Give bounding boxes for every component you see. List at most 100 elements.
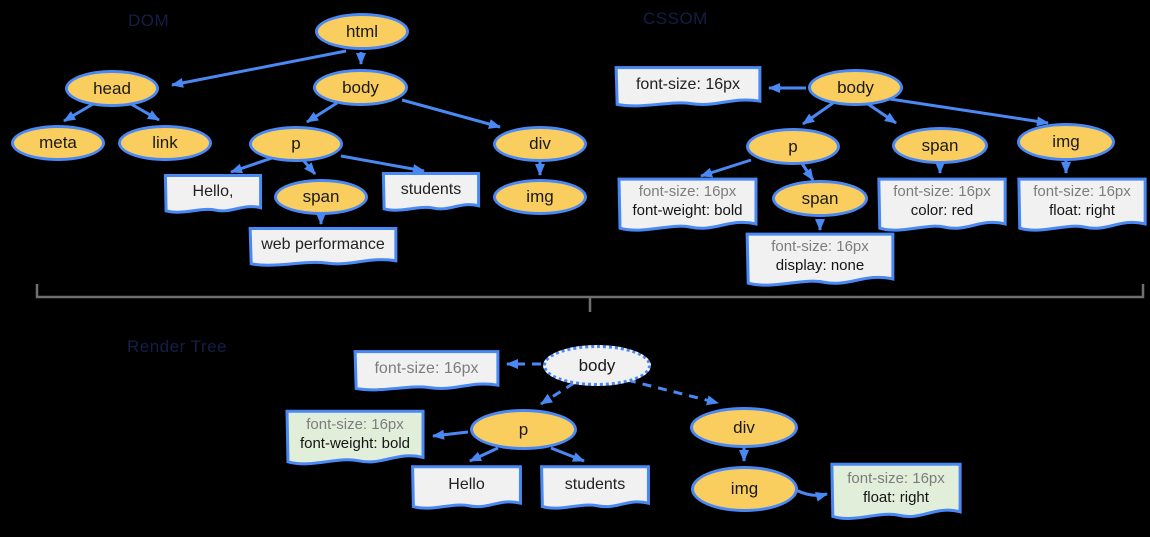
render-node-p: p: [470, 409, 577, 450]
render-style-p: font-size: 16px font-weight: bold: [285, 409, 425, 475]
render-node-div: div: [690, 407, 798, 448]
arrow-dom-head-meta: [63, 102, 94, 123]
dom-node-head-label: head: [93, 78, 131, 98]
document-shape: [353, 350, 500, 398]
dom-textnode-hello-label: Hello,: [192, 182, 234, 200]
dom-node-p-label: p: [291, 134, 301, 153]
cssom-rule-body-label: font-size: 16px: [635, 75, 741, 93]
render-style-img-text: font-size: 16px float: right: [830, 462, 962, 514]
inherited-style-line: font-size: 16px: [638, 183, 737, 201]
dom-node-meta: meta: [11, 125, 105, 161]
cssom-node-span-nested-label: span: [801, 188, 839, 208]
cssom-node-p: p: [746, 128, 840, 165]
cssom-rule-img: font-size: 16px float: right: [1017, 177, 1147, 241]
dom-node-link-label: link: [152, 133, 178, 152]
dom-textnode-webperf: web performance: [248, 227, 398, 273]
cssom-node-span: span: [892, 127, 988, 164]
arrow-dom-p-span: [301, 159, 317, 175]
cssom-node-p-label: p: [788, 136, 798, 156]
arrow-dom-body-p: [306, 101, 338, 124]
dom-node-body: body: [313, 69, 408, 106]
inherited-style-line: font-size: 16px: [893, 183, 991, 201]
cssom-node-span-nested: span: [772, 180, 868, 217]
cssom-title: CSSOM: [643, 9, 708, 28]
inherited-style-line: font-size: 16px: [1033, 183, 1131, 201]
render-node-div-label: div: [733, 417, 755, 437]
arrow-dom-head-link: [130, 102, 160, 122]
dom-node-html: html: [315, 13, 409, 50]
arrow-cssom-p-span: [799, 161, 815, 181]
arrow-cssom-p-box: [700, 158, 752, 178]
dom-title: DOM: [128, 11, 170, 30]
cssom-rule-span: font-size: 16px color: red: [877, 177, 1007, 241]
arrow-cssom-body-span: [867, 102, 897, 125]
cssom-rule-span-nested-text: font-size: 16px display: none: [745, 232, 895, 281]
document-shape: [830, 462, 962, 530]
render-style-body: font-size: 16px: [353, 350, 500, 398]
cssom-rule-img-text: font-size: 16px float: right: [1017, 177, 1147, 226]
render-style-p-text: font-size: 16px font-weight: bold: [285, 409, 425, 459]
dom-node-img-label: img: [526, 187, 554, 206]
document-shape: [614, 66, 762, 114]
arrow-dom-p-hello: [230, 156, 273, 174]
arrow-render-p-hello: [469, 446, 499, 463]
render-textnode-hello: Hello: [411, 465, 522, 517]
inherited-style-line: font-size: 16px: [771, 238, 869, 256]
own-style-line: font-weight: bold: [299, 435, 411, 453]
document-shape: [382, 172, 480, 218]
dom-textnode-webperf-label: web performance: [261, 235, 385, 253]
cssom-node-body: body: [808, 69, 903, 106]
arrow-render-body-div: [626, 378, 719, 406]
render-title: Render Tree: [127, 337, 227, 356]
cssom-node-body-label: body: [837, 77, 874, 97]
arrow-cssom-body-p: [802, 101, 834, 126]
dom-textnode-hello: Hello,: [164, 174, 262, 220]
dom-node-head: head: [65, 70, 159, 107]
dom-node-div: div: [493, 126, 587, 162]
inherited-style-line: font-size: 16px: [306, 416, 404, 434]
render-style-img: font-size: 16px float: right: [830, 462, 962, 530]
dom-node-span-label: span: [302, 187, 340, 206]
cssom-node-img-label: img: [1052, 132, 1080, 151]
dom-node-div-label: div: [529, 134, 551, 153]
dom-node-body-label: body: [342, 77, 379, 97]
dom-node-img: img: [493, 179, 587, 215]
render-node-img: img: [691, 466, 798, 512]
document-shape: [877, 177, 1007, 241]
document-shape: [617, 177, 758, 241]
render-textnode-students-label: students: [564, 476, 626, 494]
render-node-body-label: body: [578, 355, 616, 375]
render-node-p-label: p: [518, 419, 529, 439]
document-shape: [745, 232, 895, 296]
cssom-node-img: img: [1017, 123, 1115, 161]
cssom-rule-span-text: font-size: 16px color: red: [877, 177, 1007, 226]
document-shape: [164, 174, 262, 220]
document-shape: [540, 465, 650, 517]
document-shape: [411, 465, 522, 517]
arrow-dom-body-div: [401, 98, 501, 129]
arrow-render-p-students: [550, 446, 585, 463]
arrow-cssom-body-img: [889, 97, 1049, 127]
own-style-line: float: right: [863, 488, 929, 506]
dom-node-html-label: html: [345, 21, 379, 41]
cssom-node-span-label: span: [921, 135, 959, 155]
inherited-style-line: font-size: 16px: [847, 469, 945, 487]
arrow-render-img-box: [795, 488, 828, 502]
arrow-dom-p-students: [340, 154, 425, 174]
own-style-line: float: right: [1049, 202, 1115, 220]
own-style-line: display: none: [775, 257, 865, 275]
arrow-dom-html-head: [171, 49, 347, 88]
dom-node-p: p: [249, 126, 343, 162]
document-shape: [248, 227, 398, 273]
cssom-rule-p: font-size: 16px font-weight: bold: [617, 177, 758, 241]
render-textnode-students: students: [540, 465, 650, 517]
arrow-render-body-p: [540, 381, 575, 406]
dom-node-meta-label: meta: [39, 133, 77, 152]
dom-node-link: link: [118, 125, 212, 161]
cssom-rule-span-nested: font-size: 16px display: none: [745, 232, 895, 296]
render-style-body-label: font-size: 16px: [374, 359, 479, 377]
dom-node-span: span: [274, 179, 368, 215]
own-style-line: color: red: [910, 202, 974, 220]
